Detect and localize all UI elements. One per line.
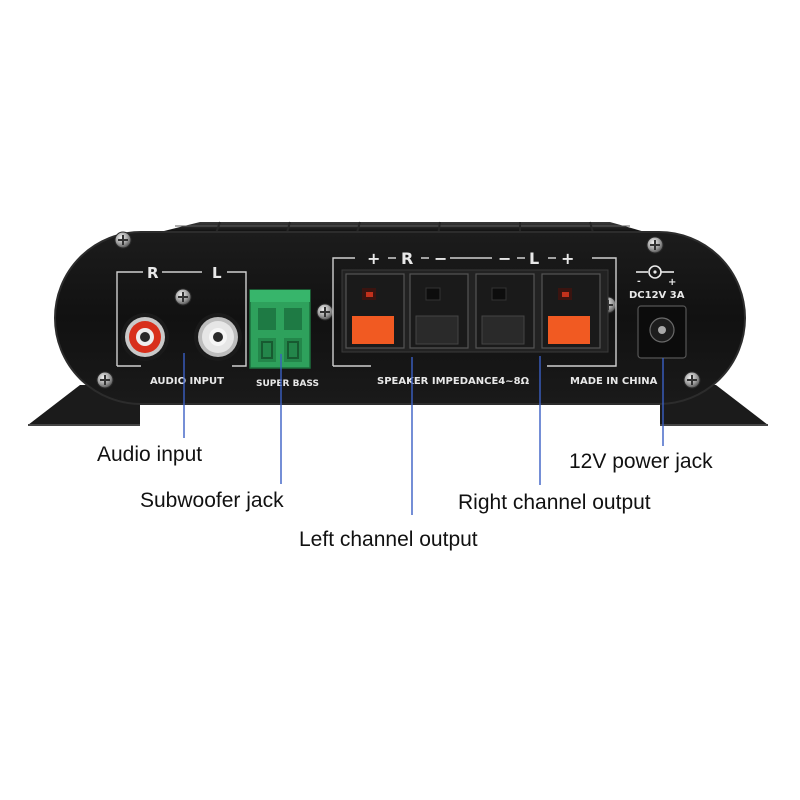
screw-icon (96, 371, 114, 389)
speaker-terminal-right-plus[interactable] (345, 273, 405, 349)
speaker-output-section: + R − − L + SPEAKER IMPEDANCE4~8Ω (332, 249, 617, 387)
left-letter-label: L (529, 249, 539, 268)
left-plus-label: + (561, 249, 574, 268)
speaker-terminal-left-plus[interactable] (541, 273, 601, 349)
dc-polarity-icon: - + (636, 265, 676, 288)
speaker-terminal-right-minus[interactable] (409, 273, 469, 349)
screw-icon (316, 303, 334, 321)
leader-lines (183, 353, 664, 515)
left-minus-label: − (498, 249, 511, 268)
audio-input-section: R L AUDIO INPUT (116, 264, 247, 387)
heatsink-fins (160, 221, 645, 237)
screw-icon (114, 231, 132, 249)
audio-input-caption: AUDIO INPUT (150, 376, 224, 387)
svg-text:-: - (637, 277, 641, 287)
subwoofer-terminal[interactable] (249, 289, 311, 369)
right-minus-label: − (434, 249, 447, 268)
channel-r-label: R (147, 264, 159, 282)
callout-audio-input: Audio input (97, 443, 203, 466)
channel-l-label: L (212, 264, 222, 282)
super-bass-caption: SUPER BASS (256, 379, 319, 389)
screw-icon (683, 371, 701, 389)
power-section: - + DC12V 3A MADE IN CHINA (570, 265, 687, 387)
speaker-terminal-left-minus[interactable] (475, 273, 535, 349)
rca-jack-red[interactable] (121, 313, 169, 361)
screw-icon (174, 288, 192, 306)
speaker-impedance-caption: SPEAKER IMPEDANCE4~8Ω (377, 376, 530, 387)
callout-subwoofer-jack: Subwoofer jack (140, 489, 284, 512)
callout-right-channel-output: Right channel output (458, 491, 651, 514)
rca-jack-white[interactable] (194, 313, 242, 361)
dc-power-jack[interactable] (637, 305, 687, 359)
callout-power-jack: 12V power jack (569, 450, 713, 473)
right-letter-label: R (401, 249, 413, 268)
callout-left-channel-output: Left channel output (299, 528, 478, 551)
right-plus-label: + (367, 249, 380, 268)
made-in-china-caption: MADE IN CHINA (570, 376, 658, 387)
power-rating-caption: DC12V 3A (629, 290, 685, 301)
screw-icon (646, 236, 664, 254)
svg-text:+: + (668, 277, 676, 288)
